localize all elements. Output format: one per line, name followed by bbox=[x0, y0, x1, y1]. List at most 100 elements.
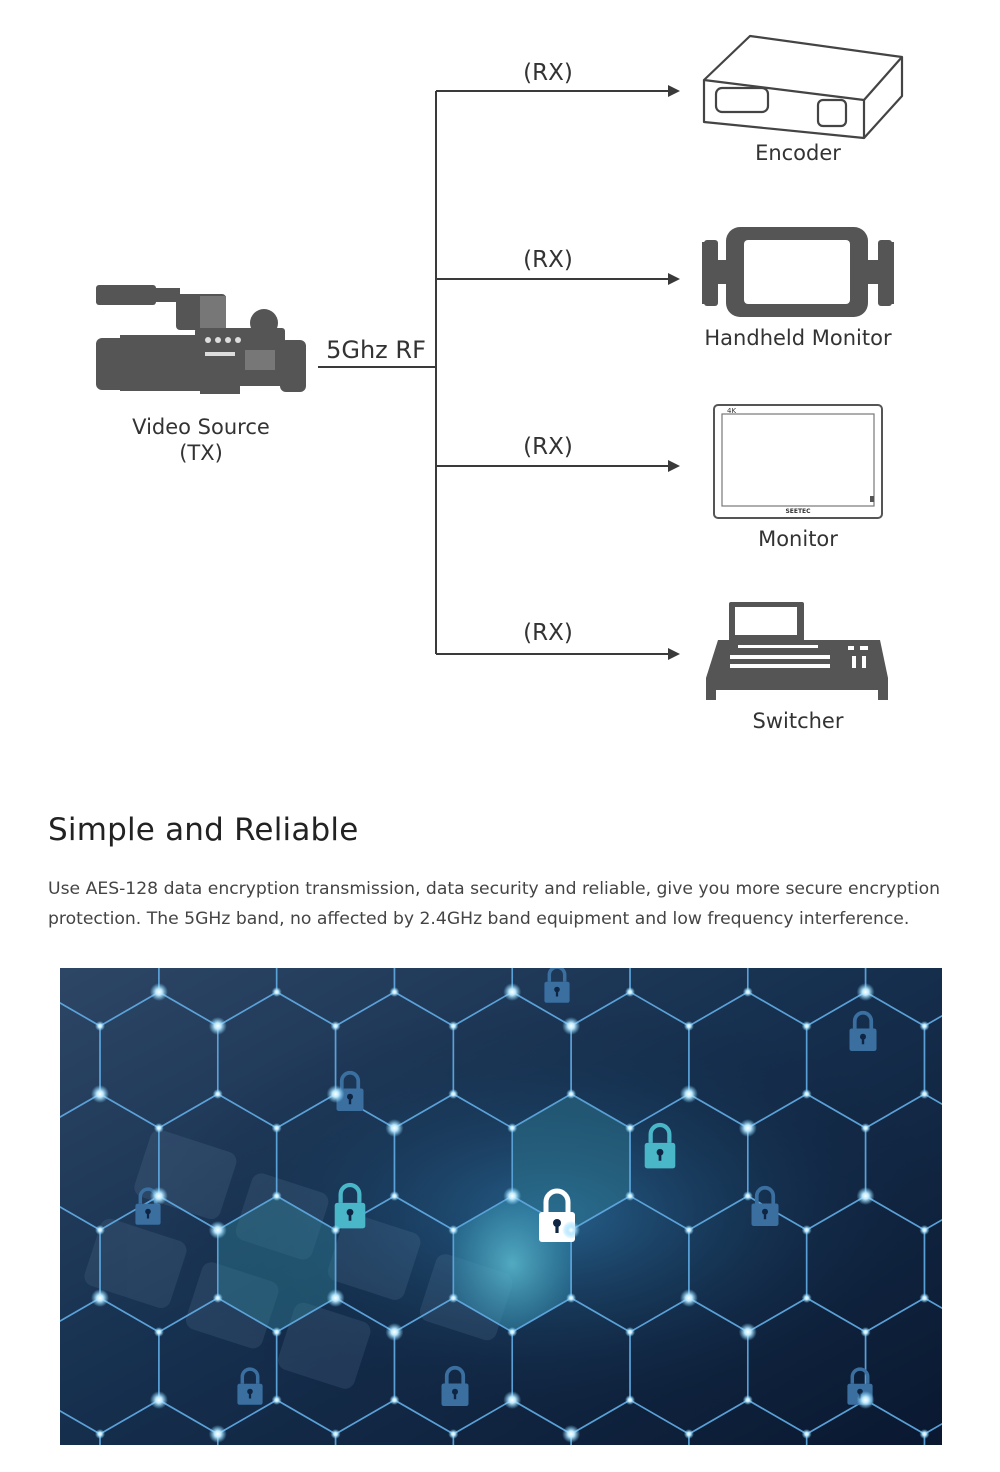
network-node bbox=[801, 1089, 812, 1099]
section-body: Use AES-128 data encryption transmission… bbox=[48, 879, 941, 929]
network-node bbox=[91, 1289, 109, 1307]
handheld-monitor-icon bbox=[702, 227, 894, 317]
network-node bbox=[860, 1327, 871, 1337]
network-node bbox=[562, 1017, 581, 1035]
network-node bbox=[326, 1085, 345, 1103]
network-node bbox=[562, 1221, 581, 1239]
network-node bbox=[625, 1395, 636, 1405]
network-node bbox=[95, 1429, 105, 1439]
network-node bbox=[149, 1187, 168, 1205]
network-node bbox=[448, 1225, 459, 1235]
network-node bbox=[271, 1123, 282, 1133]
network-node bbox=[389, 1191, 400, 1201]
source-label: Video Source bbox=[132, 415, 270, 439]
receiver-label-handheld: Handheld Monitor bbox=[704, 326, 892, 350]
network-node bbox=[856, 983, 875, 1001]
network-node bbox=[562, 1425, 581, 1443]
padlock-icon bbox=[441, 1365, 469, 1406]
network-node bbox=[503, 983, 522, 1001]
network-node bbox=[326, 1289, 345, 1307]
branch-label: (RX) bbox=[523, 434, 573, 460]
network-node bbox=[389, 987, 400, 997]
network-node bbox=[503, 1391, 522, 1409]
network-node bbox=[683, 1429, 694, 1439]
network-node bbox=[738, 1323, 757, 1341]
network-node bbox=[503, 1187, 522, 1205]
network-node bbox=[742, 987, 753, 997]
network-node bbox=[919, 1021, 930, 1031]
network-node bbox=[271, 1395, 282, 1405]
network-node bbox=[742, 1191, 753, 1201]
network-node bbox=[801, 1293, 812, 1303]
receiver-label-switcher: Switcher bbox=[753, 709, 844, 733]
receiver-label-encoder: Encoder bbox=[755, 141, 841, 165]
network-node bbox=[625, 987, 636, 997]
receiver-label-monitor: Monitor bbox=[758, 527, 838, 551]
network-node bbox=[271, 987, 282, 997]
network-node bbox=[95, 1225, 105, 1235]
network-node bbox=[448, 1089, 459, 1099]
network-node bbox=[625, 1327, 636, 1337]
network-node bbox=[566, 1089, 577, 1099]
network-node bbox=[271, 1327, 282, 1337]
monitor-icon bbox=[713, 404, 883, 519]
video-switcher-icon bbox=[706, 602, 888, 700]
network-node bbox=[448, 1293, 459, 1303]
padlock-icon bbox=[751, 1185, 779, 1226]
network-node bbox=[212, 1089, 223, 1099]
padlock-icon bbox=[544, 965, 570, 1003]
network-node bbox=[208, 1425, 227, 1443]
network-node bbox=[208, 1017, 227, 1035]
network-node bbox=[208, 1221, 227, 1239]
network-node bbox=[95, 1021, 105, 1031]
branch-label: (RX) bbox=[523, 247, 573, 273]
video-camera-icon bbox=[96, 285, 306, 394]
padlock-network-icon bbox=[0, 787, 1000, 1472]
padlock-icon bbox=[849, 1010, 877, 1051]
source-sublabel: (TX) bbox=[179, 441, 223, 465]
network-node bbox=[625, 1123, 636, 1133]
network-node bbox=[856, 1187, 875, 1205]
network-node bbox=[801, 1021, 812, 1031]
network-node bbox=[448, 1021, 459, 1031]
network-node bbox=[385, 1323, 404, 1341]
branch-label: (RX) bbox=[523, 620, 573, 646]
network-node bbox=[153, 1327, 164, 1337]
padlock-icon bbox=[334, 1182, 366, 1229]
network-node bbox=[919, 1089, 930, 1099]
network-node bbox=[330, 1225, 341, 1235]
branch-label: (RX) bbox=[523, 60, 573, 86]
network-node bbox=[330, 1021, 341, 1031]
padlock-icon bbox=[237, 1367, 263, 1405]
network-node bbox=[801, 1429, 812, 1439]
security-banner-image bbox=[0, 787, 1000, 1472]
network-node bbox=[212, 1293, 223, 1303]
padlock-icon bbox=[644, 1122, 676, 1169]
encoder-box-icon bbox=[702, 34, 904, 140]
network-node bbox=[679, 1085, 698, 1103]
network-node bbox=[856, 1391, 875, 1409]
network-node bbox=[738, 1119, 757, 1137]
network-node bbox=[742, 1395, 753, 1405]
network-node bbox=[149, 983, 168, 1001]
network-node bbox=[91, 1085, 109, 1103]
network-node bbox=[448, 1429, 459, 1439]
monitor-brand: SEETEC bbox=[785, 508, 811, 515]
network-node bbox=[385, 1119, 404, 1137]
section-title: Simple and Reliable bbox=[48, 812, 359, 848]
network-node bbox=[801, 1225, 812, 1235]
diagram-svg: Video Source (TX) 5Ghz RF (RX) (RX) (RX)… bbox=[96, 34, 904, 733]
network-node bbox=[683, 1225, 694, 1235]
transmission-diagram: Video Source (TX) 5Ghz RF (RX) (RX) (RX)… bbox=[96, 34, 904, 733]
network-node bbox=[330, 1429, 341, 1439]
network-node bbox=[153, 1123, 164, 1133]
network-node bbox=[679, 1289, 698, 1307]
network-node bbox=[919, 1293, 930, 1303]
link-label: 5Ghz RF bbox=[326, 336, 426, 364]
network-node bbox=[919, 1225, 930, 1235]
network-node bbox=[149, 1391, 168, 1409]
network-node bbox=[860, 1123, 871, 1133]
network-node bbox=[507, 1327, 518, 1337]
network-node bbox=[919, 1429, 930, 1439]
network-node bbox=[389, 1395, 400, 1405]
